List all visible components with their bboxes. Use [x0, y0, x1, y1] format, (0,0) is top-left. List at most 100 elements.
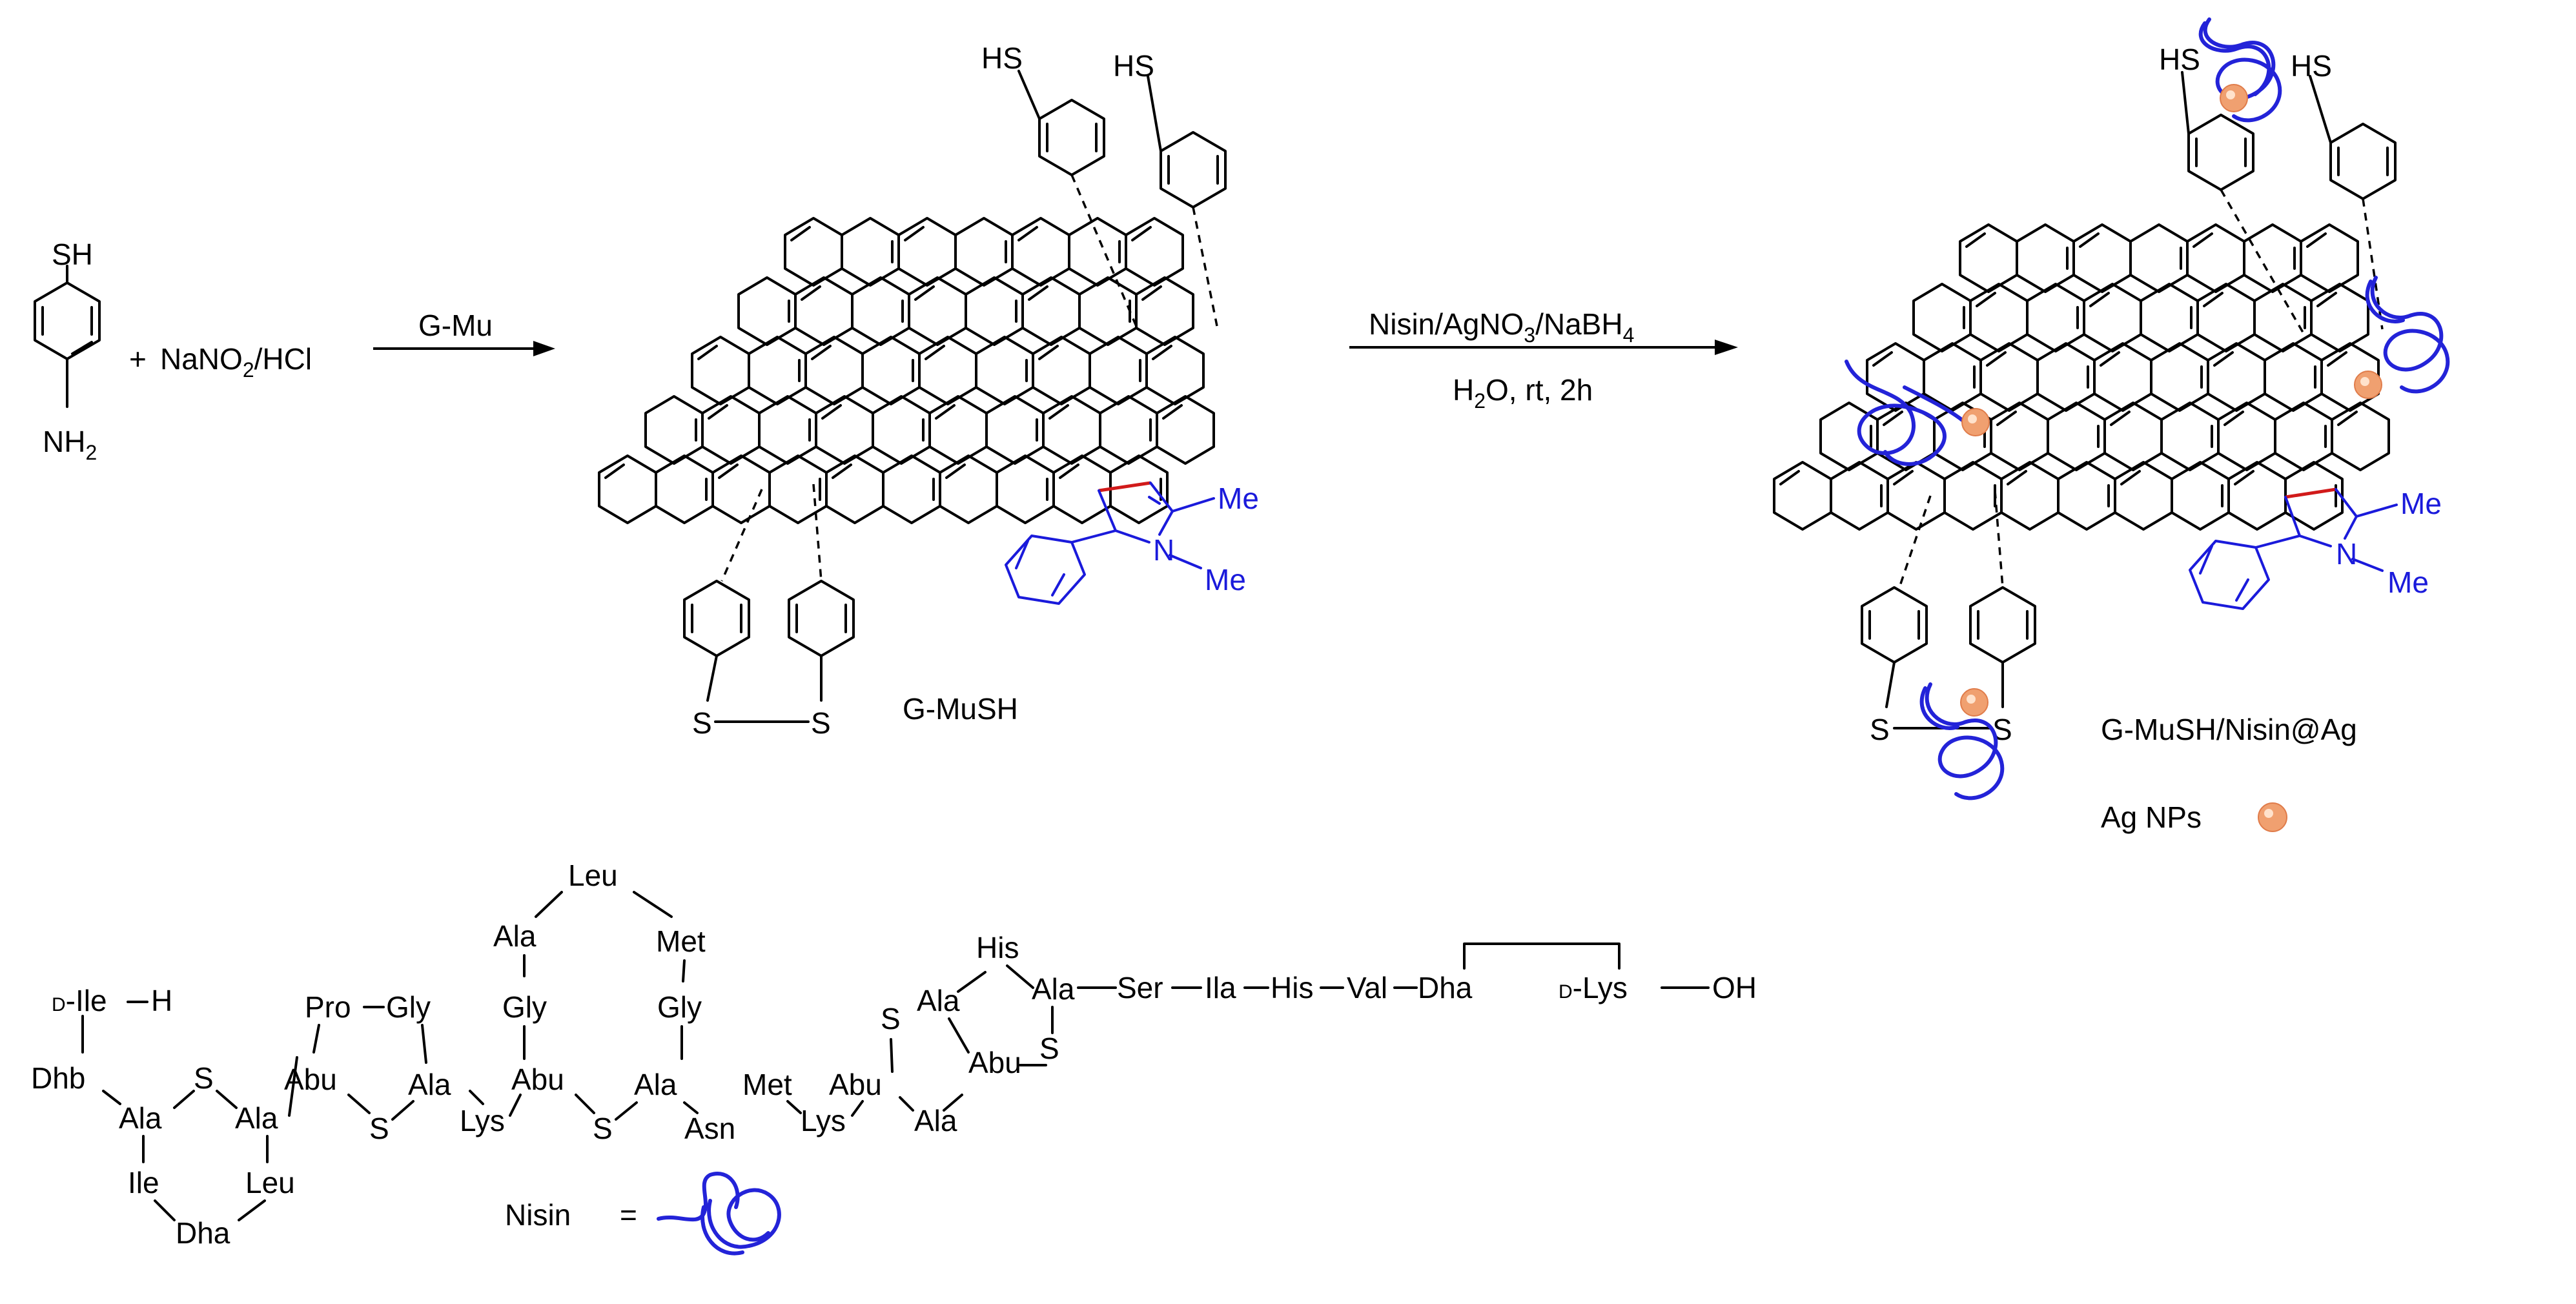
- residue-ala-5: Ala: [634, 1068, 677, 1101]
- residue-s-3: S: [593, 1112, 613, 1145]
- residue-met-1: Met: [656, 924, 706, 958]
- double-bond: [1996, 411, 2017, 426]
- aromatic-ring: [1078, 276, 1138, 346]
- aromatic-ring: [2083, 283, 2142, 352]
- aromatic-ring: [748, 336, 807, 405]
- pyrrole-ring-intermediate: N Me Me: [1005, 481, 1259, 605]
- product-name-label: G-MuSH/Nisin@Ag: [2101, 713, 2357, 746]
- double-bond: [2337, 411, 2358, 426]
- double-bond: [832, 464, 852, 479]
- aromatic-ring: [1866, 342, 1925, 412]
- aromatic-ring: [1135, 276, 1194, 346]
- residue-abu-2: Abu: [511, 1063, 564, 1096]
- aromatic-ring: [1089, 336, 1148, 405]
- nisin-coil-right: [2365, 276, 2450, 394]
- aromatic-ring: [655, 454, 714, 524]
- aromatic-ring: [2047, 402, 2106, 471]
- aromatic-ring: [954, 217, 1014, 287]
- aromatic-ring: [985, 395, 1045, 465]
- aromatic-ring: [1109, 454, 1169, 524]
- pyrrole-nitrogen-label: N: [2336, 537, 2357, 571]
- aromatic-ring: [2264, 342, 2323, 412]
- step-1-reagent-label: G-Mu: [418, 309, 493, 342]
- double-bond: [2203, 292, 2223, 307]
- residue-abu-4: Abu: [968, 1046, 1021, 1079]
- residue-his-1: His: [976, 931, 1019, 964]
- double-bond: [914, 285, 935, 301]
- methyl-label-bottom: Me: [1205, 563, 1246, 596]
- intermediate-name-label: G-MuSH: [903, 692, 1018, 726]
- residue-ala-8: Ala: [1032, 972, 1075, 1006]
- residue-lys-1: Lys: [460, 1104, 505, 1137]
- ag-nanoparticle: [1961, 408, 1990, 436]
- aromatic-ring: [908, 276, 967, 346]
- aromatic-ring: [2129, 223, 2189, 293]
- sulfur-label-left: S: [692, 706, 712, 740]
- aromatic-ring: [2320, 342, 2380, 412]
- aromatic-ring: [2207, 342, 2266, 412]
- aromatic-ring: [2217, 402, 2276, 471]
- aromatic-ring: [804, 336, 864, 405]
- double-bond: [2007, 470, 2027, 485]
- aromatic-ring: [1912, 283, 1972, 352]
- aromatic-ring: [2160, 402, 2220, 471]
- residue-ala-4: Ala: [493, 919, 537, 953]
- aromatic-ring: [2227, 461, 2287, 531]
- thiophenol-top-right-product: HS: [2291, 49, 2397, 330]
- aromatic-ring: [1021, 276, 1081, 346]
- pyrrole-ring-product: N Me Me: [2189, 487, 2442, 610]
- residue-abu-1: Abu: [284, 1063, 337, 1096]
- double-bond: [1779, 470, 1800, 485]
- double-bond: [604, 464, 625, 479]
- double-bond: [1059, 464, 1079, 479]
- aromatic-ring: [768, 454, 828, 524]
- ag-nanoparticle: [2354, 371, 2382, 399]
- thiol-label-b: HS: [2291, 49, 2332, 83]
- double-bond: [1986, 351, 2007, 367]
- aromatic-ring: [897, 217, 957, 287]
- aromatic-ring: [2150, 342, 2209, 412]
- double-bond: [2213, 351, 2234, 367]
- double-bond: [811, 345, 832, 360]
- residue-oh: OH: [1712, 971, 1757, 1004]
- aromatic-ring: [928, 395, 988, 465]
- aromatic-ring: [1943, 461, 2003, 531]
- aromatic-ring: [1099, 395, 1158, 465]
- double-bond: [2089, 292, 2110, 307]
- ag-nps-legend-label: Ag NPs: [2101, 800, 2202, 834]
- thiol-label-a: HS: [2159, 43, 2200, 76]
- residue-his-2: His: [1271, 971, 1313, 1004]
- methyl-label-top: Me: [1218, 482, 1259, 515]
- aromatic-ring: [2284, 461, 2344, 531]
- double-bond: [1893, 470, 1914, 485]
- methyl-label-bottom: Me: [2387, 565, 2429, 599]
- graphene-lattice: [1773, 223, 2390, 531]
- aromatic-ring: [598, 454, 657, 524]
- aromatic-ring: [2274, 402, 2333, 471]
- aromatic-ring: [794, 276, 854, 346]
- aromatic-ring: [2036, 342, 2096, 412]
- thiol-group-label: SH: [52, 238, 93, 271]
- residue-met-2: Met: [742, 1068, 792, 1101]
- double-bond: [697, 345, 718, 360]
- residue-d-ile: D-Ile: [52, 984, 107, 1017]
- aromatic-ring: [2093, 342, 2152, 412]
- residue-asn: Asn: [684, 1112, 735, 1145]
- methyl-label-top: Me: [2400, 487, 2442, 520]
- thiol-label-b: HS: [1113, 49, 1154, 83]
- residue-gly-3: Gly: [657, 990, 702, 1024]
- aromatic-ring: [841, 217, 900, 287]
- amine-group-label: NH2: [43, 425, 97, 464]
- nisin-coil-bottom: [1919, 682, 2005, 800]
- graphene-sheet-product: [1773, 223, 2390, 531]
- nisin-legend-equals: =: [620, 1198, 637, 1232]
- residue-ala-6: Ala: [914, 1104, 957, 1137]
- aromatic-ring: [1773, 461, 1832, 531]
- double-bond: [1017, 226, 1038, 241]
- residue-ila: Ila: [1205, 971, 1236, 1004]
- aromatic-ring: [644, 395, 704, 465]
- graphene-lattice: [598, 217, 1215, 524]
- aromatic-ring: [996, 454, 1055, 524]
- aromatic-ring: [965, 276, 1024, 346]
